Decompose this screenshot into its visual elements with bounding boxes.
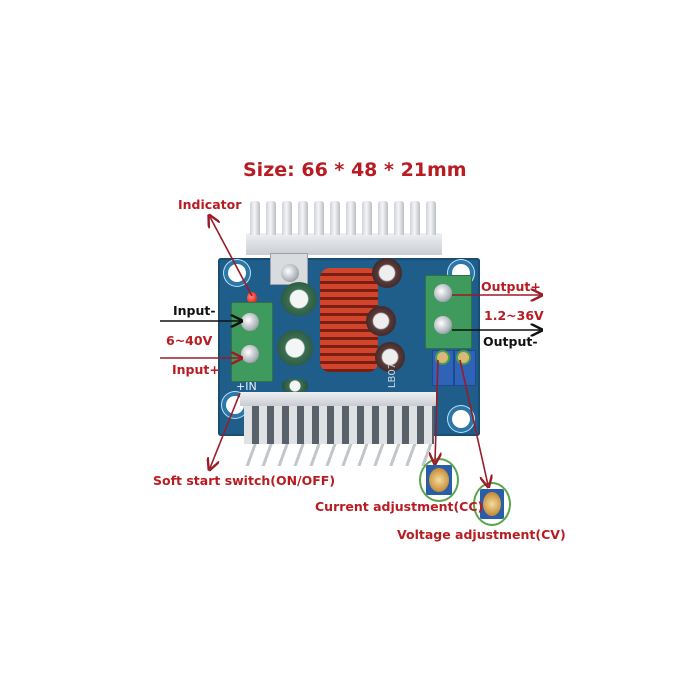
capacitor bbox=[366, 306, 396, 336]
capacitor bbox=[277, 330, 313, 366]
capacitor bbox=[372, 258, 402, 288]
screw-icon bbox=[281, 264, 299, 282]
led-indicator-icon bbox=[247, 292, 257, 304]
voltage-adjustment-label: Voltage adjustment(CV) bbox=[397, 527, 566, 542]
input-plus-screw-icon bbox=[241, 345, 259, 363]
capacitor bbox=[282, 379, 308, 393]
output-minus-screw-icon bbox=[434, 316, 452, 334]
capacitor bbox=[375, 342, 405, 372]
output-terminal-block bbox=[425, 275, 472, 349]
soft-start-switch-label: Soft start switch(ON/OFF) bbox=[153, 473, 336, 488]
output-minus-label: Output- bbox=[483, 334, 538, 349]
input-plus-label: Input+ bbox=[172, 362, 220, 377]
input-voltage-label: 6~40V bbox=[166, 333, 213, 348]
voltage-adjust-pot-zoom-icon bbox=[473, 482, 511, 526]
output-plus-label: Output+ bbox=[481, 279, 541, 294]
input-minus-label: Input- bbox=[173, 303, 216, 318]
output-voltage-label: 1.2~36V bbox=[484, 308, 544, 323]
in-silkscreen: +IN bbox=[236, 380, 257, 393]
capacitor bbox=[281, 282, 317, 316]
current-adjustment-label: Current adjustment(CC) bbox=[315, 499, 484, 514]
top-heatsink bbox=[246, 201, 442, 256]
product-size-title: Size: 66 * 48 * 21mm bbox=[243, 159, 467, 181]
current-adjust-pot-zoom-icon bbox=[419, 458, 459, 502]
mounting-hole-icon bbox=[452, 410, 470, 428]
indicator-label: Indicator bbox=[178, 197, 242, 212]
bottom-heatsink bbox=[240, 392, 436, 466]
input-minus-screw-icon bbox=[241, 313, 259, 331]
output-plus-screw-icon bbox=[434, 284, 452, 302]
